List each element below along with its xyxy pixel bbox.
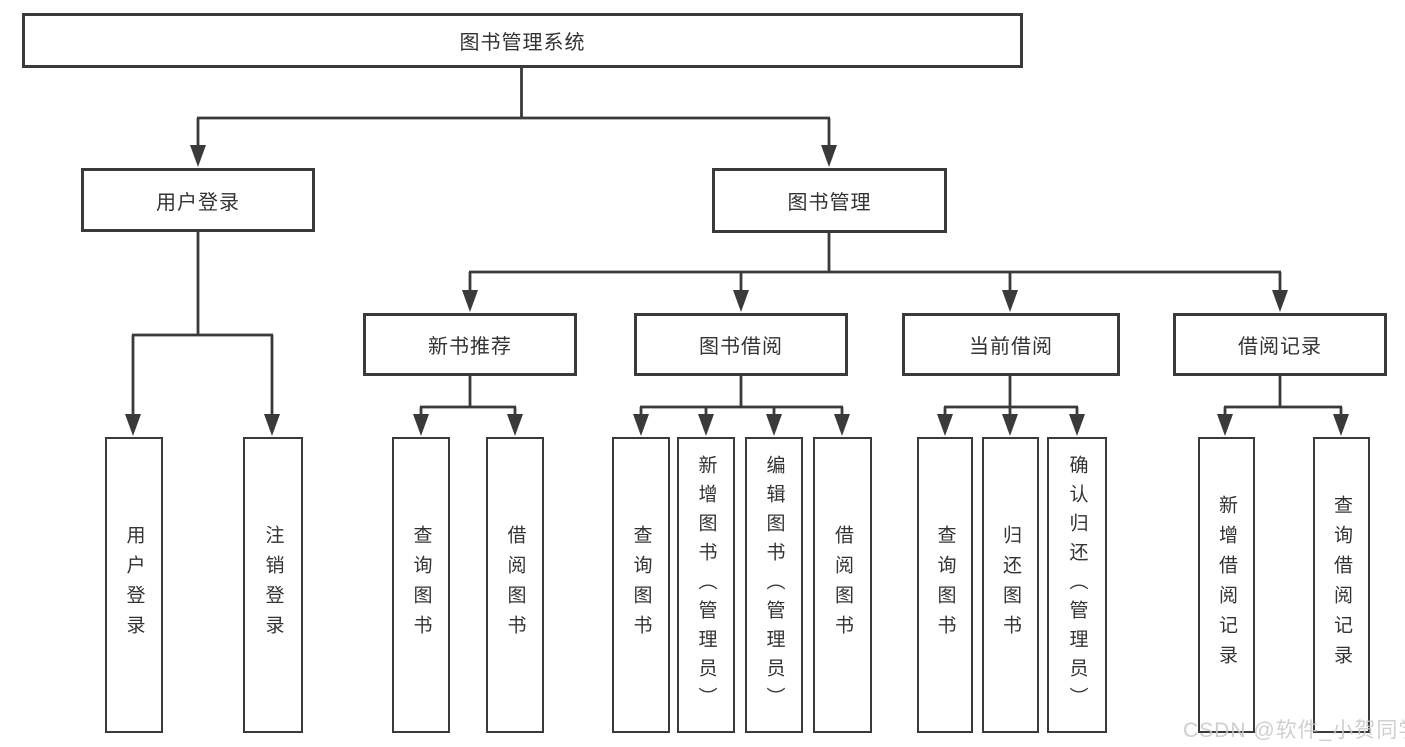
leaf-add-borrow-record: 新增借阅记录 (1198, 437, 1255, 733)
leaf-edit-book-admin-label: 编辑图书（管理员） (763, 454, 785, 716)
node-new-book-recommend-label: 新书推荐 (428, 336, 512, 358)
leaf-user-login: 用户登录 (105, 437, 163, 733)
node-borrow-records: 借阅记录 (1173, 313, 1387, 376)
node-book-management-label: 图书管理 (787, 192, 872, 214)
leaf-query-books-borrow-label: 查询图书 (630, 525, 652, 645)
node-borrow-records-label: 借阅记录 (1238, 336, 1322, 358)
leaf-logout: 注销登录 (243, 437, 303, 733)
leaf-add-borrow-record-label: 新增借阅记录 (1216, 495, 1237, 675)
node-current-borrow: 当前借阅 (902, 313, 1120, 376)
leaf-return-book: 归还图书 (982, 437, 1039, 733)
node-book-borrow: 图书借阅 (634, 313, 848, 376)
node-user-login: 用户登录 (81, 168, 315, 232)
node-user-login-label: 用户登录 (156, 191, 240, 214)
leaf-borrow-books-recommend-label: 借阅图书 (504, 525, 526, 645)
leaf-user-login-label: 用户登录 (123, 525, 145, 645)
connector-borrow-to-leaves (633, 376, 850, 436)
connector-management-to-level3 (462, 233, 1288, 312)
node-current-borrow-label: 当前借阅 (969, 336, 1053, 358)
leaf-add-book-admin-label: 新增图书（管理员） (695, 454, 717, 716)
connector-records-to-leaves (1217, 376, 1349, 436)
leaf-confirm-return-admin: 确认归还（管理员） (1047, 437, 1107, 733)
leaf-query-books-borrow: 查询图书 (612, 437, 670, 733)
leaf-return-book-label: 归还图书 (1000, 525, 1021, 645)
leaf-borrow-books-recommend: 借阅图书 (486, 437, 544, 733)
connector-recommend-to-leaves (413, 376, 523, 436)
leaf-add-book-admin: 新增图书（管理员） (677, 437, 735, 733)
leaf-logout-label: 注销登录 (262, 525, 284, 645)
leaf-confirm-return-admin-label: 确认归还（管理员） (1066, 454, 1088, 716)
node-system-root-label: 图书管理系统 (459, 32, 586, 54)
leaf-query-books-recommend: 查询图书 (392, 437, 450, 733)
leaf-query-books-current-label: 查询图书 (934, 525, 956, 645)
leaf-borrow-books: 借阅图书 (813, 437, 872, 733)
watermark-text: CSDN @软件_小贺同学 (1183, 719, 1405, 742)
leaf-query-borrow-record: 查询借阅记录 (1313, 437, 1370, 733)
leaf-query-books-current: 查询图书 (917, 437, 973, 733)
connector-current-to-leaves (937, 376, 1085, 436)
node-book-borrow-label: 图书借阅 (699, 336, 783, 358)
connector-userlogin-to-leaves (125, 232, 280, 436)
node-new-book-recommend: 新书推荐 (363, 313, 577, 376)
leaf-query-borrow-record-label: 查询借阅记录 (1331, 495, 1352, 675)
node-book-management: 图书管理 (712, 168, 947, 233)
node-system-root: 图书管理系统 (22, 13, 1023, 68)
connector-root-to-level2 (190, 68, 837, 167)
leaf-borrow-books-label: 借阅图书 (832, 525, 853, 645)
leaf-query-books-recommend-label: 查询图书 (410, 525, 432, 645)
leaf-edit-book-admin: 编辑图书（管理员） (745, 437, 803, 733)
